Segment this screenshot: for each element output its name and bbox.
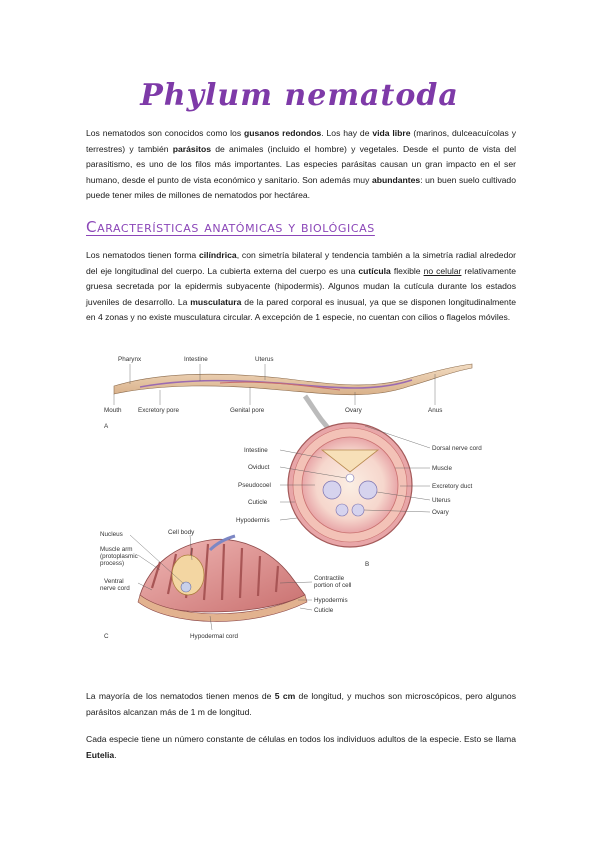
char-text-2: , con simetría bilateral y tendencia tam… — [86, 250, 516, 276]
label-cuticle-c: Cuticle — [314, 607, 334, 614]
cross-section-uterus-right — [358, 480, 378, 500]
intro-bold-parasitos: parásitos — [172, 143, 211, 154]
intro-text-5: : un buen suelo cultivado puede tener mi… — [86, 174, 516, 201]
panel-c: Nucleus Cell body Muscle arm (protoplasm… — [100, 529, 351, 640]
panel-b: Intestine Oviduct Pseudocoel Cuticle Hyp… — [236, 422, 482, 568]
label-intestine-a: Intestine — [184, 356, 208, 363]
label-cell-body: Cell body — [168, 529, 195, 536]
label-intestine-b: Intestine — [244, 447, 268, 454]
section-heading: Características anatómicas y biológicas — [86, 218, 375, 236]
size-bold-5cm: 5 cm — [274, 691, 296, 701]
label-protoplasmic-1: (protoplasmic — [100, 553, 138, 560]
intro-bold-vida-libre: vida libre — [372, 128, 411, 138]
char-text-4: relativamente gruesa secretada por la ep… — [86, 265, 517, 307]
char-underline-no-celular: no celular — [423, 265, 462, 276]
panel-a: Pharynx Intestine Uterus Mouth Excretory… — [104, 356, 473, 430]
label-oviduct: Oviduct — [248, 464, 270, 471]
anatomy-figure: Pharynx Intestine Uterus Mouth Excretory… — [100, 350, 490, 650]
panel-a-letter: A — [104, 423, 109, 430]
cross-section-ovary-right — [351, 503, 365, 517]
eutelia-text-1: Cada especie tiene un número constante d… — [86, 734, 516, 744]
label-ventral-1: Ventral — [104, 578, 124, 585]
eutelia-bold: Eutelia — [86, 749, 115, 760]
intro-bold-gusanos: gusanos redondos — [243, 128, 322, 138]
intro-text-4: de animales (incluido el hombre) y veget… — [86, 143, 517, 185]
worm-body — [113, 363, 473, 396]
characteristics-paragraph: Los nematodos tienen forma cilíndrica, c… — [86, 248, 516, 326]
worm-uterus — [219, 381, 341, 391]
label-hypodermis-c: Hypodermis — [314, 597, 348, 604]
size-paragraph: La mayoría de los nematodos tienen menos… — [86, 689, 516, 720]
cross-section-uterus-left — [322, 480, 342, 500]
char-text-5: de la pared corporal es inusual, ya que … — [86, 296, 516, 323]
label-contractile-2: portion of cell — [314, 582, 351, 589]
char-text-3: flexible — [390, 265, 424, 276]
label-dorsal-nerve-cord: Dorsal nerve cord — [432, 445, 482, 452]
char-bold-musculatura: musculatura — [190, 296, 242, 307]
char-bold-cilindrica: cilíndrica — [198, 250, 237, 260]
intro-text-1: Los nematodos son conocidos como los — [86, 128, 244, 138]
panel-b-letter: B — [365, 561, 369, 568]
label-ovary-a: Ovary — [345, 407, 363, 414]
label-ventral-2: nerve cord — [100, 585, 130, 592]
nucleus — [180, 581, 192, 593]
label-hypodermis-b: Hypodermis — [236, 517, 270, 524]
label-genital-pore: Genital pore — [230, 407, 265, 414]
label-nucleus: Nucleus — [100, 531, 123, 538]
label-uterus-a: Uterus — [255, 356, 274, 363]
panel-c-letter: C — [104, 633, 109, 640]
intro-text-3: (marinos, dulceacuícolas y terrestres) y… — [86, 128, 516, 154]
intro-text-2: . Los hay de — [321, 128, 373, 138]
label-excretory-duct: Excretory duct — [432, 483, 472, 490]
eutelia-paragraph: Cada especie tiene un número constante d… — [86, 732, 516, 763]
page-title: Phylum nematoda — [140, 78, 459, 113]
eutelia-text-2: . — [114, 749, 117, 760]
size-text-1: La mayoría de los nematodos tienen menos… — [86, 691, 275, 701]
label-excretory-pore: Excretory pore — [138, 407, 179, 414]
label-uterus-b: Uterus — [432, 497, 451, 504]
label-protoplasmic-2: process) — [100, 560, 124, 567]
size-text-2: de longitud, y muchos son microscópicos,… — [86, 691, 516, 717]
char-bold-cuticula: cutícula — [358, 265, 391, 276]
label-ovary-b: Ovary — [432, 509, 450, 516]
nerve-cord-c — [208, 534, 236, 552]
label-muscle-arm: Muscle arm — [100, 546, 133, 553]
label-hypodermal-cord: Hypodermal cord — [190, 633, 238, 640]
label-contractile-1: Contractile — [314, 575, 345, 582]
label-pseudocoel: Pseudocoel — [238, 482, 271, 489]
label-cuticle-b: Cuticle — [248, 499, 268, 506]
cross-section-intestine — [320, 449, 380, 473]
label-muscle: Muscle — [432, 465, 452, 472]
char-text-1: Los nematodos tienen forma — [86, 250, 199, 260]
anatomy-illustration: Pharynx Intestine Uterus Mouth Excretory… — [100, 356, 482, 640]
cross-section-ovary-left — [335, 503, 349, 517]
cross-section-oviduct — [345, 473, 355, 483]
label-mouth: Mouth — [104, 407, 122, 414]
label-pharynx: Pharynx — [118, 356, 142, 363]
intro-bold-abundantes: abundantes — [371, 174, 421, 185]
hypodermal-cord — [137, 594, 308, 622]
cell-body — [171, 554, 205, 596]
intro-paragraph: Los nematodos son conocidos como los gus… — [86, 126, 516, 204]
label-anus: Anus — [428, 407, 442, 414]
